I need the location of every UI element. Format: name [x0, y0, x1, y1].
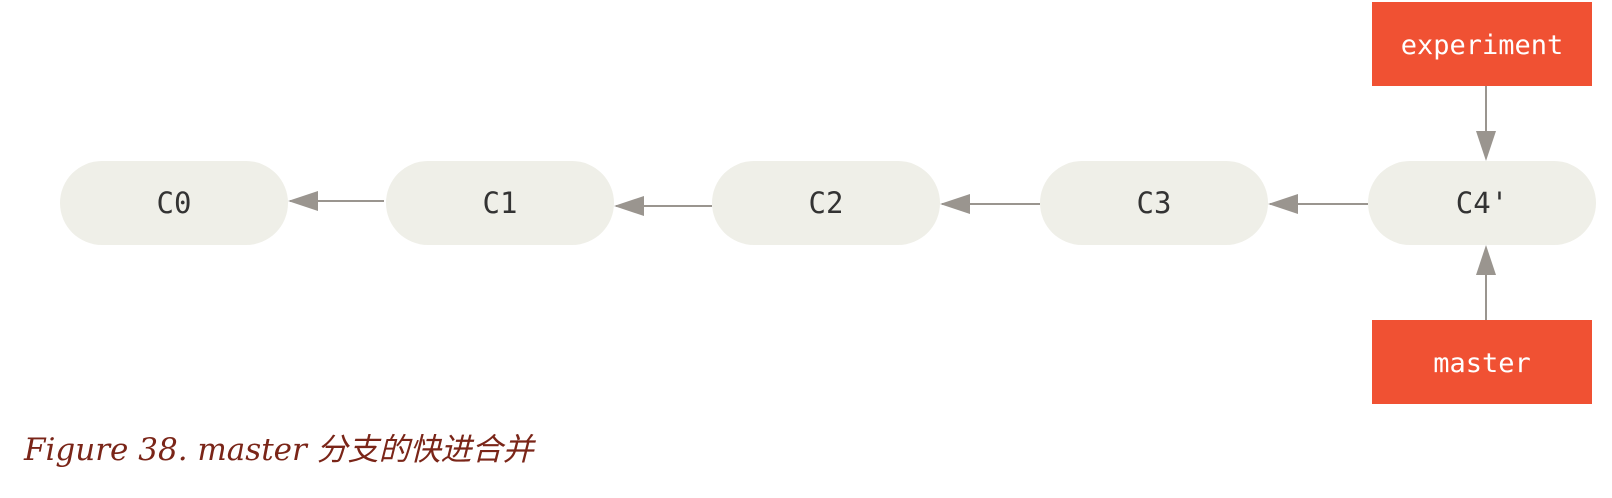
branch-diagram: C0 C1 C2 C3 C4' experiment master	[60, 2, 1596, 404]
branch-label-experiment: experiment	[1401, 30, 1564, 61]
commit-c4: C4'	[1368, 161, 1596, 245]
commit-label-c1: C1	[483, 186, 518, 220]
figure-caption: Figure 38. master 分支的快进合并	[24, 432, 534, 468]
commit-c1: C1	[386, 161, 614, 245]
commit-c0: C0	[60, 161, 288, 245]
commit-c2: C2	[712, 161, 940, 245]
commit-label-c2: C2	[809, 186, 844, 220]
branch-ref-experiment: experiment	[1372, 2, 1592, 86]
arrowhead-c3-to-c2	[940, 194, 970, 214]
commit-label-c0: C0	[157, 186, 192, 220]
arrowhead-c4-to-c3	[1268, 194, 1298, 214]
branch-label-master: master	[1433, 348, 1531, 379]
arrowhead-master-to-c4	[1476, 245, 1496, 275]
arrowhead-c2-to-c1	[614, 196, 644, 216]
commit-label-c4: C4'	[1456, 186, 1508, 220]
commit-arrows	[288, 86, 1496, 320]
branch-ref-master: master	[1372, 320, 1592, 404]
commit-c3: C3	[1040, 161, 1268, 245]
commit-label-c3: C3	[1137, 186, 1172, 220]
arrowhead-c1-to-c0	[288, 191, 318, 211]
arrowhead-experiment-to-c4	[1476, 131, 1496, 161]
